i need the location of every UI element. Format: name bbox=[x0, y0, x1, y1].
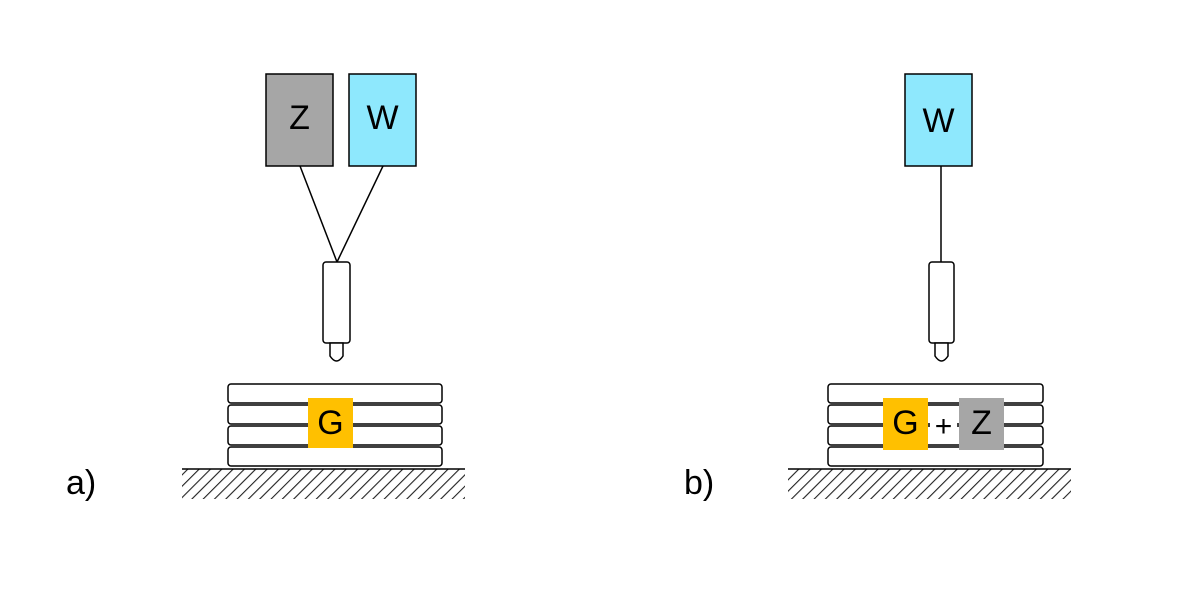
part-g-b-box bbox=[883, 398, 928, 450]
part-z-b-label: Z bbox=[971, 404, 992, 442]
substrate-b bbox=[788, 468, 1071, 499]
tank-w-a-label: W bbox=[366, 99, 398, 137]
panel-b: W G + Z bbox=[684, 73, 1071, 502]
part-g-b-label: G bbox=[892, 404, 918, 442]
panel-label-b: b) bbox=[684, 464, 714, 502]
part-g-a: G bbox=[308, 398, 353, 448]
panel-label-a: a) bbox=[66, 464, 96, 502]
substrate-a bbox=[182, 468, 465, 499]
tank-w-a-box bbox=[348, 73, 417, 167]
part-g-a-label: G bbox=[317, 404, 343, 442]
tank-z-a: Z bbox=[265, 73, 334, 167]
tank-w-b-label: W bbox=[922, 102, 954, 140]
tank-w-b: W bbox=[904, 73, 973, 167]
feed-line-w-a bbox=[336, 165, 384, 263]
panel-a: Z W G a) bbox=[66, 73, 465, 502]
tank-z-a-box bbox=[265, 73, 334, 167]
layer-stack-b bbox=[827, 383, 1044, 467]
plus-sign-bg bbox=[930, 412, 957, 442]
print-nozzle-b bbox=[928, 261, 955, 362]
tank-w-b-box bbox=[904, 73, 973, 167]
part-z-b: Z bbox=[959, 398, 1004, 450]
feed-line-z-a bbox=[299, 165, 338, 263]
plus-sign: + bbox=[935, 410, 953, 443]
part-g-a-box bbox=[308, 398, 353, 448]
part-g-b: G bbox=[883, 398, 928, 450]
part-z-b-box bbox=[959, 398, 1004, 450]
tank-w-a: W bbox=[348, 73, 417, 167]
print-nozzle-a bbox=[322, 261, 351, 362]
tank-z-a-label: Z bbox=[289, 99, 310, 137]
